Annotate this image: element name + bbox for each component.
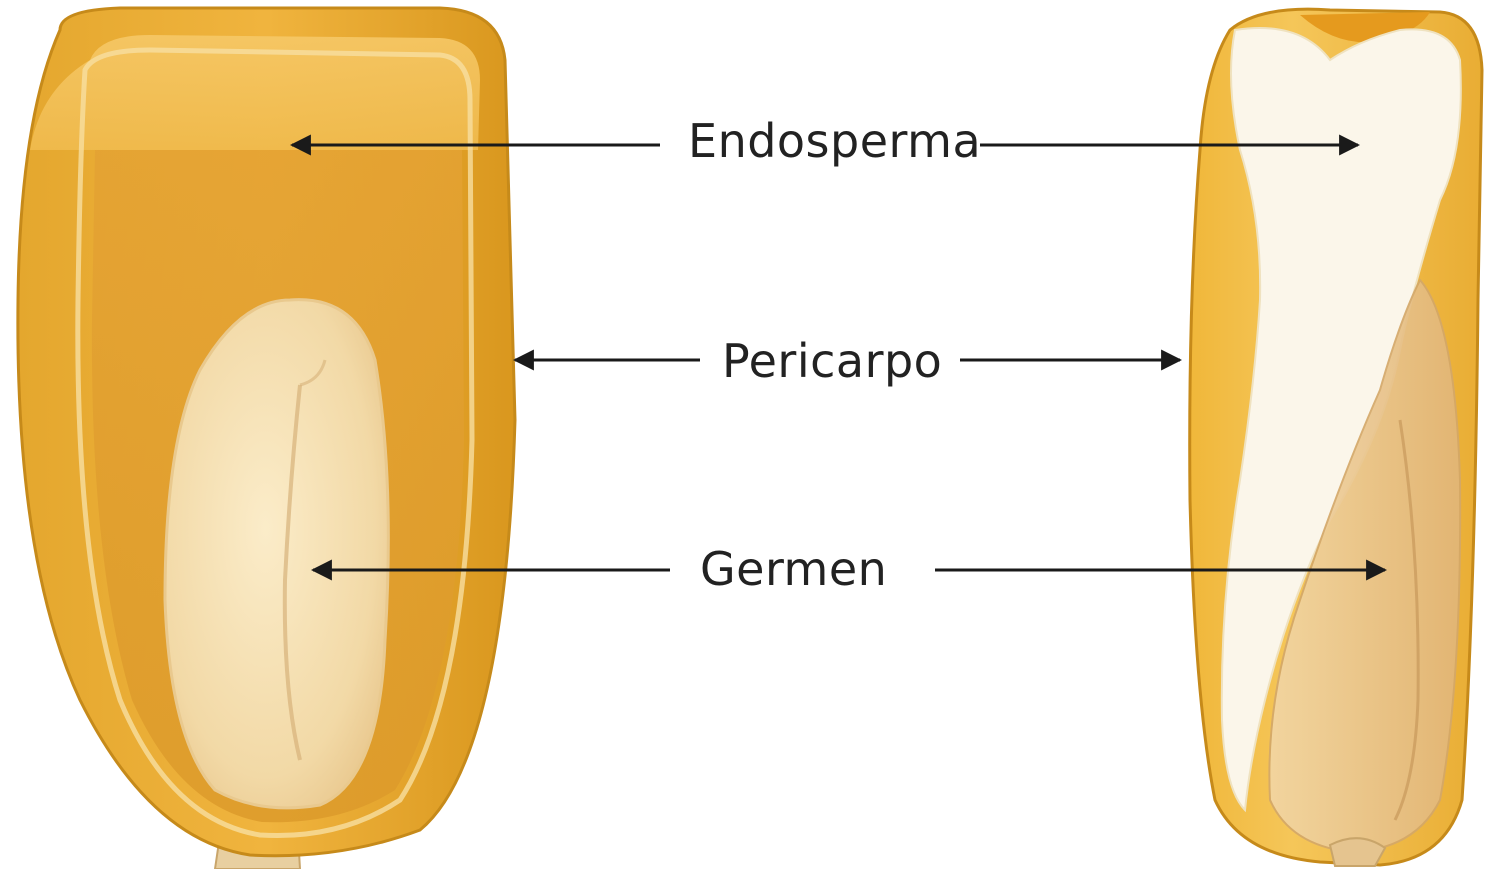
kernel-front-view (18, 8, 515, 869)
kernel-side-view (1190, 9, 1482, 866)
label-pericarp: Pericarpo (722, 338, 942, 384)
label-germ: Germen (700, 546, 887, 592)
label-endosperm: Endosperma (688, 118, 981, 164)
